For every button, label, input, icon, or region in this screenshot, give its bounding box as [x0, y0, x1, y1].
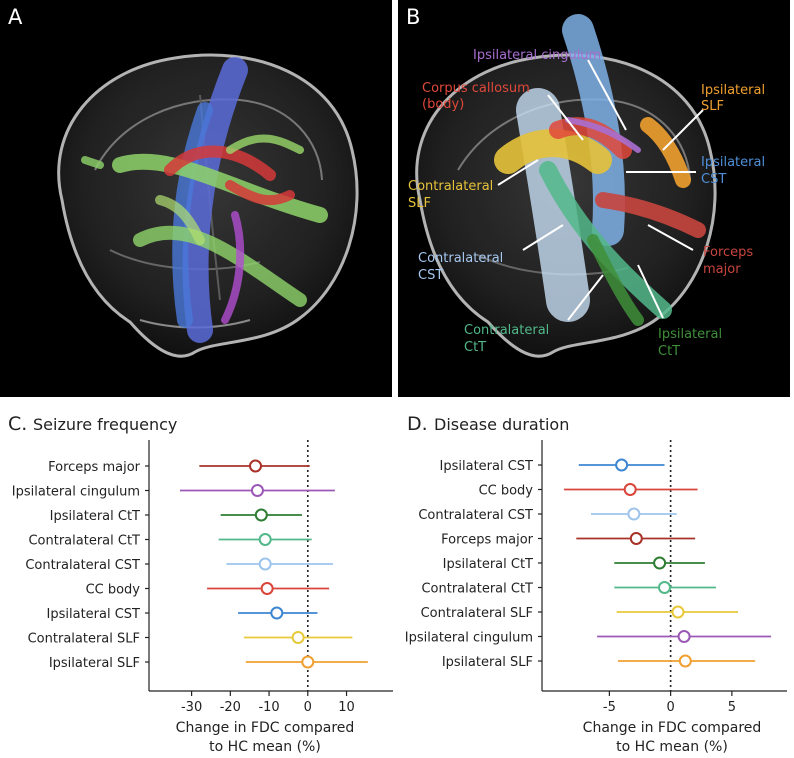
point-estimate — [653, 556, 667, 570]
point-estimate — [671, 605, 685, 619]
panel-a-illustration: A — [8, 5, 359, 358]
label-contralateral-ctt-line1: Contralateral — [464, 323, 549, 338]
label-ipsilateral-cingulum: Ipsilateral cingulum — [473, 48, 601, 63]
label-contralateral-slf-line2: SLF — [408, 196, 431, 211]
point-estimate — [615, 458, 629, 472]
x-axis-label-line2: to HC mean (%) — [616, 739, 728, 755]
point-estimate — [254, 508, 268, 522]
x-tick-label: -10 — [258, 700, 279, 715]
row-label: Forceps major — [48, 460, 141, 475]
row-label: Ipsilateral CtT — [50, 509, 140, 524]
forest-plot-d: D. Disease duration -5 0 5 Ipsilateral CST C… — [405, 413, 787, 755]
point-estimate — [270, 606, 284, 620]
panel-a-brain-tractography: A — [0, 0, 392, 397]
forest-plot-c: C. Seizure frequency -30 -20 -10 0 10 Forceps… — [8, 413, 393, 755]
row-label: Contralateral CtT — [421, 582, 533, 597]
row-label: Contralateral CST — [418, 508, 533, 523]
label-ipsilateral-cst-line2: CST — [701, 172, 726, 187]
x-axis-label-line1: Change in FDC compared — [176, 720, 355, 736]
label-leader-lines — [497, 59, 704, 321]
row-label: Ipsilateral CST — [47, 607, 141, 622]
row-label: CC body — [479, 484, 534, 499]
panel-d-forest-plot: D. Disease duration -5 0 5 Ipsilateral CST C… — [397, 400, 794, 758]
point-estimate — [258, 533, 272, 546]
row-label: Contralateral CtT — [28, 534, 140, 549]
label-forceps-major-line2: major — [703, 262, 741, 277]
point-estimate — [623, 483, 637, 496]
x-axis-label-line2: to HC mean (%) — [209, 739, 321, 755]
label-contralateral-slf-line1: Contralateral — [408, 179, 493, 194]
x-axis-label-line1: Change in FDC compared — [583, 720, 762, 736]
label-ipsilateral-cst-line1: Ipsilateral — [701, 155, 765, 170]
tract-bundles — [494, 14, 706, 326]
point-estimate — [301, 655, 315, 669]
label-cc-body-line2: (body) — [422, 97, 464, 112]
point-estimate — [678, 654, 692, 668]
row-label: Ipsilateral SLF — [442, 655, 533, 670]
x-tick-label: 0 — [304, 700, 312, 715]
row-label: Ipsilateral CtT — [443, 557, 533, 572]
panel-a-letter: A — [8, 5, 23, 29]
point-estimate — [250, 484, 264, 497]
point-estimate — [627, 507, 641, 521]
point-estimate — [291, 631, 305, 644]
x-tick-label: -5 — [603, 700, 616, 715]
point-estimate — [260, 582, 274, 595]
row-label: Contralateral SLF — [28, 632, 140, 647]
x-tick-label: -20 — [220, 700, 241, 715]
label-contralateral-cst-line1: Contralateral — [418, 251, 503, 266]
panel-b-letter: B — [406, 5, 420, 29]
row-label: Contralateral SLF — [421, 606, 533, 621]
label-forceps-major-line1: Forceps — [703, 245, 753, 260]
row-label: Ipsilateral SLF — [49, 656, 140, 671]
panel-b-labeled-tractography: B Ipsilateral cingulum Corpus callosum (… — [398, 0, 790, 397]
row-label: Forceps major — [441, 533, 534, 548]
plot-area: -5 0 5 Ipsilateral CST CC bodyContralateral … — [405, 440, 787, 715]
x-tick-label: -30 — [181, 700, 202, 715]
tract-labels: Ipsilateral cingulum Corpus callosum (bo… — [408, 48, 765, 359]
row-label: Ipsilateral cingulum — [12, 485, 140, 500]
panel-c-forest-plot: C. Seizure frequency -30 -20 -10 0 10 Forceps… — [0, 400, 397, 758]
panel-c-title: Seizure frequency — [33, 415, 177, 434]
x-tick-label: 10 — [338, 700, 355, 715]
x-tick-label: 5 — [728, 700, 736, 715]
point-estimate — [249, 459, 263, 473]
panel-d-title: Disease duration — [434, 415, 569, 434]
x-tick-label: 0 — [666, 700, 674, 715]
tract-bundles — [81, 57, 328, 343]
row-label: Ipsilateral CST — [440, 459, 534, 474]
row-label: Contralateral CST — [25, 558, 140, 573]
label-contralateral-cst-line2: CST — [418, 268, 443, 283]
point-estimate — [677, 630, 691, 643]
point-estimate — [629, 532, 643, 545]
label-ipsilateral-slf-line1: Ipsilateral — [701, 83, 765, 98]
label-contralateral-ctt-line2: CtT — [464, 340, 486, 355]
point-estimate — [658, 581, 671, 594]
label-cc-body-line1: Corpus callosum — [422, 81, 530, 96]
panel-c-letter: C. — [8, 413, 27, 435]
panel-d-letter: D. — [407, 413, 428, 435]
row-label: Ipsilateral cingulum — [405, 631, 533, 646]
label-ipsilateral-ctt-line2: CtT — [658, 344, 680, 359]
point-estimate — [258, 557, 272, 571]
label-ipsilateral-slf-line2: SLF — [701, 99, 724, 114]
panel-b-illustration: B Ipsilateral cingulum Corpus callosum (… — [406, 5, 765, 359]
row-label: CC body — [86, 583, 141, 598]
label-ipsilateral-ctt-line1: Ipsilateral — [658, 327, 722, 342]
